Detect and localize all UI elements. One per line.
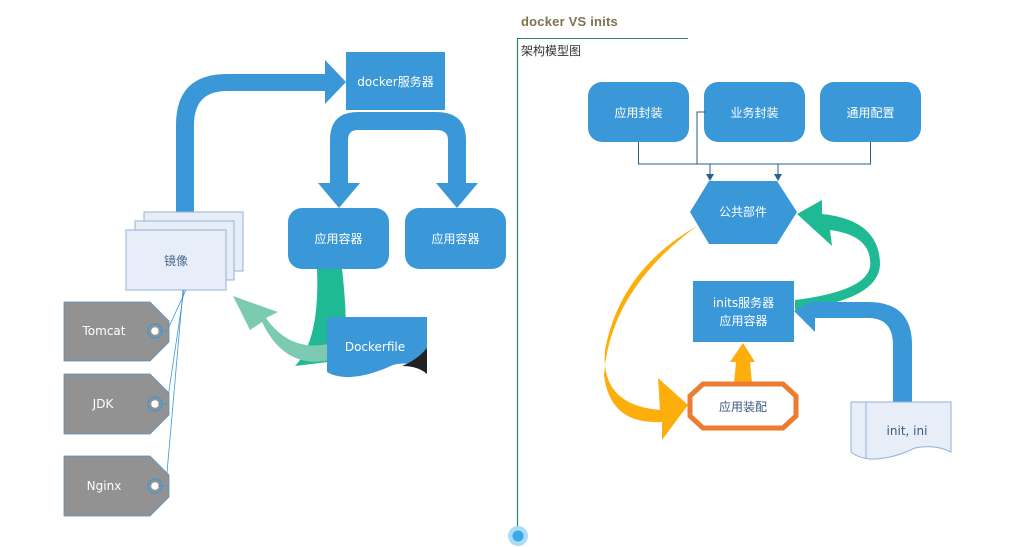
app-assembly-octagon[interactable] xyxy=(687,381,799,431)
diagram-subtitle: 架构模型图 xyxy=(521,44,582,58)
connector-arrowhead-1 xyxy=(706,174,714,181)
inits-server-box[interactable] xyxy=(693,281,794,342)
arrow-server-fork xyxy=(330,112,466,185)
common-component-hexagon[interactable] xyxy=(690,181,797,244)
box-common-config-label: 通用配置 xyxy=(846,106,894,120)
arrow-server-to-common xyxy=(795,200,880,310)
config-file-label: init, ini xyxy=(887,424,928,438)
arrow-config-to-server xyxy=(794,300,912,402)
dockerfile-shape[interactable] xyxy=(327,317,427,378)
connector-image-nginx xyxy=(165,289,184,485)
image-label: 镜像 xyxy=(164,253,188,268)
box-app-package[interactable] xyxy=(588,82,689,142)
box-business-package[interactable] xyxy=(704,82,805,142)
config-file-shape[interactable] xyxy=(850,401,952,460)
docker-server-box[interactable] xyxy=(346,52,445,110)
arrow-dockerfile-to-image xyxy=(233,296,330,362)
arrow-head-left-container xyxy=(318,183,360,208)
box-app-package-label: 应用封装 xyxy=(614,105,662,120)
arrow-head-right-container xyxy=(436,183,478,208)
diagram-title: docker VS inits xyxy=(521,14,618,29)
common-component-label: 公共部件 xyxy=(719,204,767,219)
connector-arrowhead-2 xyxy=(774,174,782,181)
divider-handle-inner[interactable] xyxy=(512,530,524,542)
inits-server-label-2: 应用容器 xyxy=(719,313,767,328)
tag-tomcat[interactable]: Tomcat xyxy=(63,301,170,362)
container-box-2[interactable] xyxy=(405,208,506,269)
box-business-package-label: 业务封装 xyxy=(730,105,778,120)
arrow-assembly-to-server xyxy=(730,343,755,383)
arrow-image-to-server xyxy=(176,60,346,214)
tag-label-jdk: JDK xyxy=(92,397,115,411)
box-common-config[interactable] xyxy=(820,82,921,142)
dockerfile-corner-fold xyxy=(402,348,427,374)
app-assembly-label: 应用装配 xyxy=(719,399,767,414)
container-label-2: 应用容器 xyxy=(431,231,479,246)
tag-label-nginx: Nginx xyxy=(87,479,122,493)
arrow-common-to-assembly xyxy=(604,226,697,440)
docker-server-label: docker服务器 xyxy=(357,74,433,89)
dockerfile-label: Dockerfile xyxy=(345,340,405,354)
inits-server-label-1: inits服务器 xyxy=(713,295,774,310)
tag-nginx[interactable]: Nginx xyxy=(63,455,170,517)
container-box-1[interactable] xyxy=(288,208,389,269)
tag-jdk[interactable]: JDK xyxy=(63,373,170,435)
image-card-front[interactable] xyxy=(125,229,227,291)
container-label-1: 应用容器 xyxy=(314,231,362,246)
tag-label-tomcat: Tomcat xyxy=(82,324,126,338)
